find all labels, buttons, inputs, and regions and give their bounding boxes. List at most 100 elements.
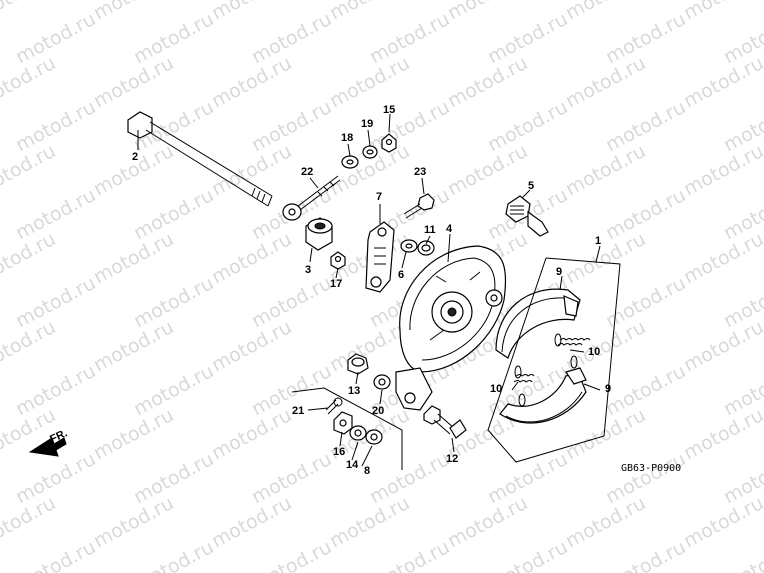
watermark-text: motod.ru <box>484 448 571 508</box>
washer-20 <box>373 374 391 390</box>
washer-19 <box>362 145 378 159</box>
callout-13: 13 <box>348 385 360 397</box>
watermark-text: motod.ru <box>602 8 689 68</box>
callout-4: 4 <box>446 223 453 235</box>
watermark-text: motod.ru <box>130 272 217 332</box>
watermark-text: motod.ru <box>366 536 453 573</box>
callout-1: 1 <box>595 235 601 247</box>
bolt-12 <box>423 405 467 439</box>
callout-12: 12 <box>446 453 458 465</box>
watermark-text: motod.ru <box>12 536 99 573</box>
callout-19: 19 <box>361 118 373 130</box>
watermark-text: motod.ru <box>326 492 413 552</box>
callout-21: 21 <box>292 405 304 417</box>
watermark-text: motod.ru <box>680 140 764 200</box>
callout-8: 8 <box>364 465 370 477</box>
callout-9-lower: 9 <box>605 383 611 395</box>
callout-22: 22 <box>301 166 313 178</box>
watermark-text: motod.ru <box>444 0 531 24</box>
shoe-spring-upper <box>554 333 591 369</box>
watermark-text: motod.ru <box>444 52 531 112</box>
watermark-text: motod.ru <box>602 448 689 508</box>
callout-3: 3 <box>305 264 311 276</box>
watermark-text: motod.ru <box>130 184 217 244</box>
watermark-text: motod.ru <box>484 536 571 573</box>
watermark-text: motod.ru <box>130 360 217 420</box>
watermark-text: motod.ru <box>90 0 177 24</box>
dust-seal-11 <box>417 240 435 256</box>
hardware-bracket <box>291 387 403 470</box>
watermark-text: motod.ru <box>484 8 571 68</box>
watermark-text: motod.ru <box>12 448 99 508</box>
washer-8 <box>365 429 383 445</box>
watermark-text: motod.ru <box>602 360 689 420</box>
leader-lines <box>137 113 601 467</box>
watermark-text: motod.ru <box>602 536 689 573</box>
watermark-text: motod.ru <box>562 492 649 552</box>
watermark-text: motod.ru <box>208 316 295 376</box>
brake-cam <box>505 195 549 237</box>
brake-shoe-lower <box>499 367 587 424</box>
callout-20: 20 <box>372 405 384 417</box>
watermark-text: motod.ru <box>90 228 177 288</box>
callout-14: 14 <box>346 459 359 471</box>
callout-7: 7 <box>376 191 382 203</box>
watermark-text: motod.ru <box>12 184 99 244</box>
watermark-text: motod.ru <box>562 140 649 200</box>
watermark-text: motod.ru <box>366 96 453 156</box>
watermark-text: motod.ru <box>562 52 649 112</box>
callout-6: 6 <box>398 269 404 281</box>
watermark-text: motod.ru <box>680 316 764 376</box>
watermark-text: motod.ru <box>208 140 295 200</box>
watermark-text: motod.ru <box>602 96 689 156</box>
watermark-text: motod.ru <box>562 0 649 24</box>
watermark-text: motod.ru <box>90 140 177 200</box>
watermark-text: motod.ru <box>12 96 99 156</box>
callout-10-upper: 10 <box>588 346 600 358</box>
watermark-text: motod.ru <box>208 0 295 24</box>
collar <box>305 217 333 251</box>
bolt-23 <box>403 193 435 219</box>
watermark-text: motod.ru <box>484 96 571 156</box>
watermark-text: motod.ru <box>130 536 217 573</box>
watermark-text: motod.ru <box>444 140 531 200</box>
watermark-text: motod.ru <box>680 52 764 112</box>
indicator-plate <box>400 239 418 253</box>
callout-17: 17 <box>330 278 342 290</box>
watermark-text: motod.ru <box>248 272 335 332</box>
watermark-text: motod.ru <box>680 492 764 552</box>
watermark-text: motod.ru <box>248 8 335 68</box>
watermark-text: motod.ru <box>720 536 764 573</box>
brake-rod-eye-bolt <box>282 175 341 221</box>
watermark-text: motod.ru <box>248 448 335 508</box>
callout-11: 11 <box>424 224 436 236</box>
brake-panel <box>395 245 507 411</box>
diagram-code: GB63-P0900 <box>621 463 681 474</box>
watermark-text: motod.ru <box>208 52 295 112</box>
washer-14 <box>349 425 367 441</box>
callout-23: 23 <box>414 166 426 178</box>
callout-16: 16 <box>333 446 345 458</box>
watermark-text: motod.ru <box>130 8 217 68</box>
callout-5: 5 <box>528 180 534 192</box>
callout-9-upper: 9 <box>556 266 562 278</box>
watermark-text: motod.ru <box>326 0 413 24</box>
watermark-text: motod.ru <box>680 404 764 464</box>
watermark-text: motod.ru <box>444 492 531 552</box>
watermark-text: motod.ru <box>130 448 217 508</box>
watermark-text: motod.ru <box>248 96 335 156</box>
watermark-text: motod.ru <box>90 52 177 112</box>
watermark-text: motod.ru <box>90 404 177 464</box>
front-arrow: FR. <box>28 427 69 457</box>
callout-15: 15 <box>383 104 395 116</box>
nut-15 <box>381 133 397 153</box>
watermark-text: motod.ru <box>208 228 295 288</box>
watermark-text: motod.ru <box>0 0 59 24</box>
nut-16 <box>333 411 353 435</box>
cotter-pin <box>325 397 343 415</box>
watermark-text: motod.ru <box>12 360 99 420</box>
brake-shoe-upper <box>495 288 581 359</box>
watermark-text: motod.ru <box>366 448 453 508</box>
callout-10-lower: 10 <box>490 383 502 395</box>
watermark-text: motod.ru <box>366 8 453 68</box>
